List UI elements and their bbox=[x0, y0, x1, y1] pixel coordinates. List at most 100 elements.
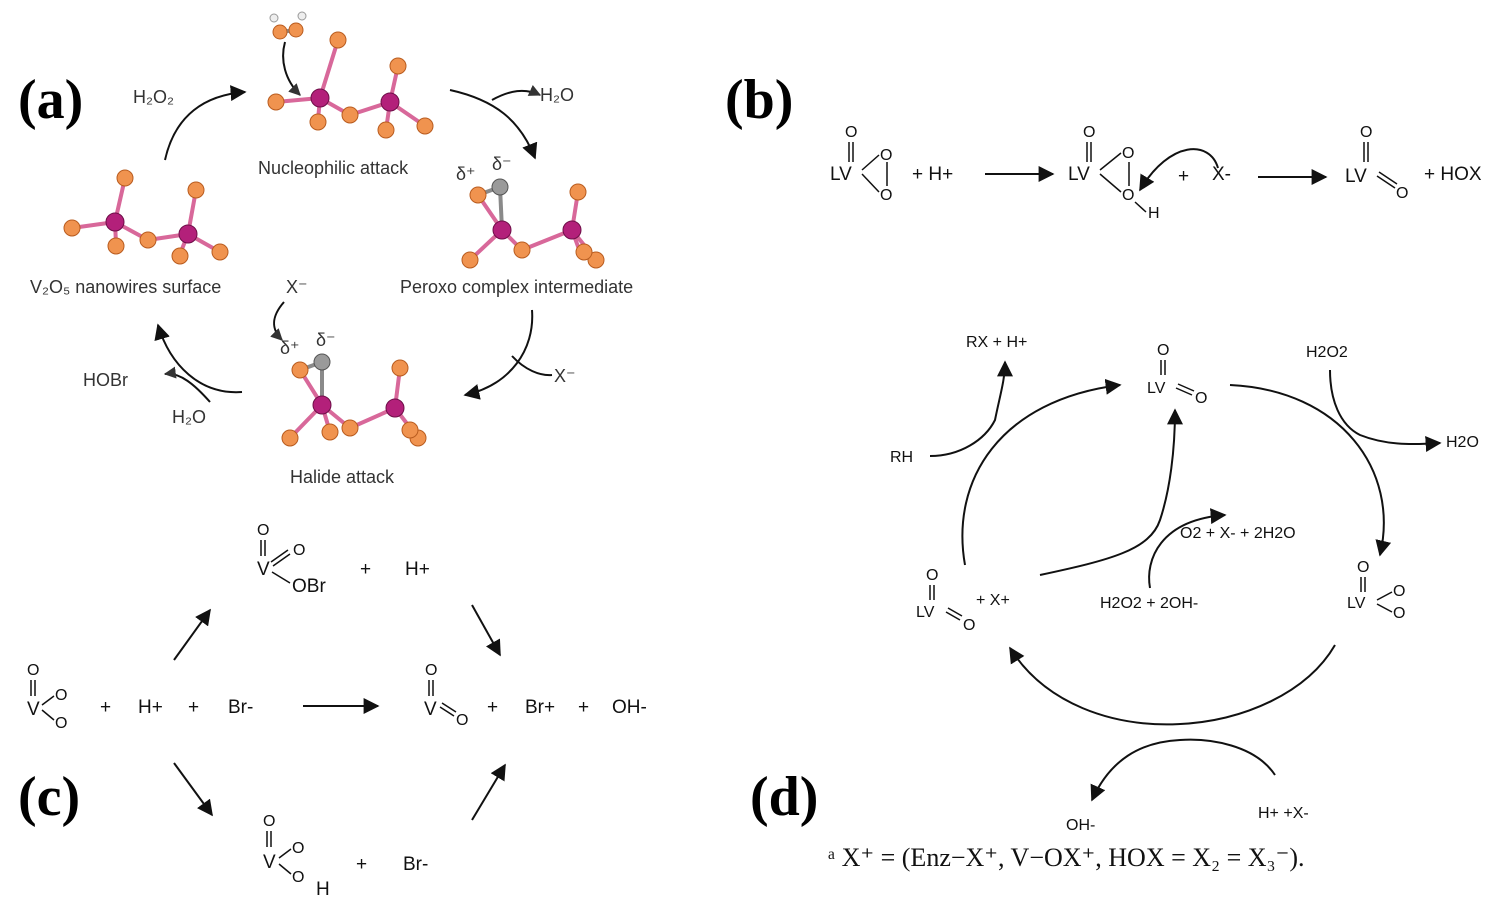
arrow-hobr-out bbox=[163, 366, 211, 403]
svg-text:LV: LV bbox=[1068, 164, 1090, 185]
arrow-d-h2o2 bbox=[1329, 369, 1442, 452]
svg-text:O: O bbox=[292, 869, 304, 886]
label-d-oh-minus: OH- bbox=[1066, 817, 1095, 834]
svg-text:O: O bbox=[1122, 145, 1134, 162]
label-nucleophilic-attack: Nucleophilic attack bbox=[258, 158, 409, 178]
svg-text:O: O bbox=[425, 662, 437, 679]
svg-text:LV: LV bbox=[1345, 166, 1367, 187]
label-halide-attack: Halide attack bbox=[290, 467, 395, 487]
svg-text:O: O bbox=[55, 715, 67, 732]
panel-d-label: (d) bbox=[750, 766, 818, 828]
atom-x bbox=[491, 178, 509, 196]
label-h2o-out: H₂O bbox=[540, 85, 574, 105]
arrow-h2o2-attack bbox=[282, 41, 301, 96]
label-hobr: HOBr bbox=[83, 370, 128, 390]
svg-text:LV: LV bbox=[1147, 380, 1166, 397]
label-d-h2o2-2oh: H2O2 + 2OH- bbox=[1100, 595, 1198, 612]
h2o2-molecule bbox=[269, 11, 307, 40]
arrow-d-inner-up bbox=[1039, 408, 1183, 576]
arrow-x-attack bbox=[1139, 148, 1219, 192]
label-d-rx-h: RX + H+ bbox=[966, 334, 1027, 351]
svg-text:O: O bbox=[1396, 185, 1408, 202]
svg-text:H: H bbox=[1148, 205, 1160, 222]
arrow-h2o-out bbox=[491, 84, 542, 101]
label-delta-minus-peroxo: δ⁻ bbox=[492, 154, 512, 174]
atom-o bbox=[329, 31, 347, 49]
svg-text:O: O bbox=[963, 617, 975, 634]
label-x-minus: X- bbox=[1212, 164, 1231, 185]
label-d-h-x: H+ +X- bbox=[1258, 805, 1309, 822]
cluster-surface bbox=[63, 169, 229, 265]
arrow-to-surface bbox=[154, 323, 243, 394]
arrow-x-in-left bbox=[270, 301, 285, 341]
species-v-obr: O V O OBr bbox=[257, 522, 326, 597]
panel-c-label: (c) bbox=[18, 766, 80, 828]
svg-text:O: O bbox=[1357, 559, 1369, 576]
svg-text:V: V bbox=[257, 559, 270, 580]
label-h2o2: H₂O₂ bbox=[133, 87, 174, 107]
arrow-to-peroxo bbox=[449, 89, 538, 160]
label-plus-h: + H+ bbox=[912, 164, 953, 185]
species-d-top: O LV O bbox=[1147, 342, 1207, 407]
svg-text:O: O bbox=[55, 687, 67, 704]
label-c-plus-3: + bbox=[188, 697, 199, 718]
arrow-h2o2-in bbox=[164, 85, 247, 161]
label-d-h2o: H2O bbox=[1446, 434, 1479, 451]
label-c-br-plus: Br+ bbox=[525, 697, 555, 718]
label-c-plus-4: + bbox=[487, 697, 498, 718]
svg-text:V: V bbox=[263, 852, 276, 873]
label-d-h2o2: H2O2 bbox=[1306, 344, 1348, 361]
svg-text:O: O bbox=[880, 147, 892, 164]
panel-b: (b) O LV O O + H+ O LV O O H bbox=[725, 69, 1482, 222]
label-surface: V₂O₅ nanowires surface bbox=[30, 277, 221, 297]
label-h2o-in: H₂O bbox=[172, 407, 206, 427]
svg-text:LV: LV bbox=[1347, 595, 1366, 612]
svg-text:H: H bbox=[316, 879, 330, 900]
species-v-oxo: O V O bbox=[424, 662, 468, 729]
arrow-c-up-left bbox=[173, 608, 211, 661]
panel-c: (c) O V O OBr + H+ O V O O + H+ + bbox=[18, 522, 647, 900]
arrow-d-rh bbox=[929, 360, 1013, 457]
species-lv-dioxo: O LV O bbox=[1345, 124, 1408, 202]
svg-text:O: O bbox=[27, 662, 39, 679]
panel-b-label: (b) bbox=[725, 69, 793, 131]
label-c-h-plus: H+ bbox=[138, 697, 163, 718]
svg-text:V: V bbox=[424, 699, 437, 720]
label-delta-minus-halide: δ⁻ bbox=[316, 330, 336, 350]
svg-text:O: O bbox=[456, 712, 468, 729]
svg-text:LV: LV bbox=[916, 604, 935, 621]
svg-text:O: O bbox=[292, 840, 304, 857]
svg-text:O: O bbox=[1083, 124, 1095, 141]
svg-text:O: O bbox=[926, 567, 938, 584]
svg-text:O: O bbox=[1157, 342, 1169, 359]
label-x-minus-right: X⁻ bbox=[554, 366, 576, 386]
label-c-h-plus-top: H+ bbox=[405, 559, 430, 580]
cluster-halide bbox=[281, 353, 427, 447]
label-c-plus-1: + bbox=[360, 559, 371, 580]
svg-text:O: O bbox=[263, 813, 275, 830]
arrow-x-in-right bbox=[511, 355, 553, 377]
svg-text:O: O bbox=[1360, 124, 1372, 141]
label-c-br-minus-bottom: Br- bbox=[403, 854, 428, 875]
label-delta-plus-peroxo: δ⁺ bbox=[456, 164, 476, 184]
panel-a: (a) bbox=[18, 11, 633, 487]
arrow-to-halide bbox=[463, 309, 534, 400]
panel-a-label: (a) bbox=[18, 69, 83, 131]
label-x-minus-left: X⁻ bbox=[286, 277, 308, 297]
label-plus-hox: + HOX bbox=[1424, 164, 1482, 185]
arrow-d-inner-o2 bbox=[1148, 508, 1227, 589]
footnote-x-definition: ᵃ X⁺ = (Enz−X⁺, V−OX⁺, HOX = X₂ = X₃⁻). bbox=[828, 843, 1304, 872]
atom-v bbox=[310, 88, 330, 108]
svg-text:O: O bbox=[1393, 605, 1405, 622]
label-d-plus-x: + X+ bbox=[976, 592, 1010, 609]
label-c-plus-5: + bbox=[578, 697, 589, 718]
panel-d: (d) O LV O O LV O O O LV bbox=[750, 334, 1479, 872]
species-d-right: O LV O O bbox=[1347, 559, 1405, 622]
label-peroxo: Peroxo complex intermediate bbox=[400, 277, 633, 297]
svg-text:V: V bbox=[27, 699, 40, 720]
label-d-o2-x-2h2o: O2 + X- + 2H2O bbox=[1180, 525, 1296, 542]
label-d-rh: RH bbox=[890, 449, 913, 466]
arrow-d-oh bbox=[1090, 738, 1276, 802]
species-v-peroxo: O V O O bbox=[27, 662, 67, 732]
